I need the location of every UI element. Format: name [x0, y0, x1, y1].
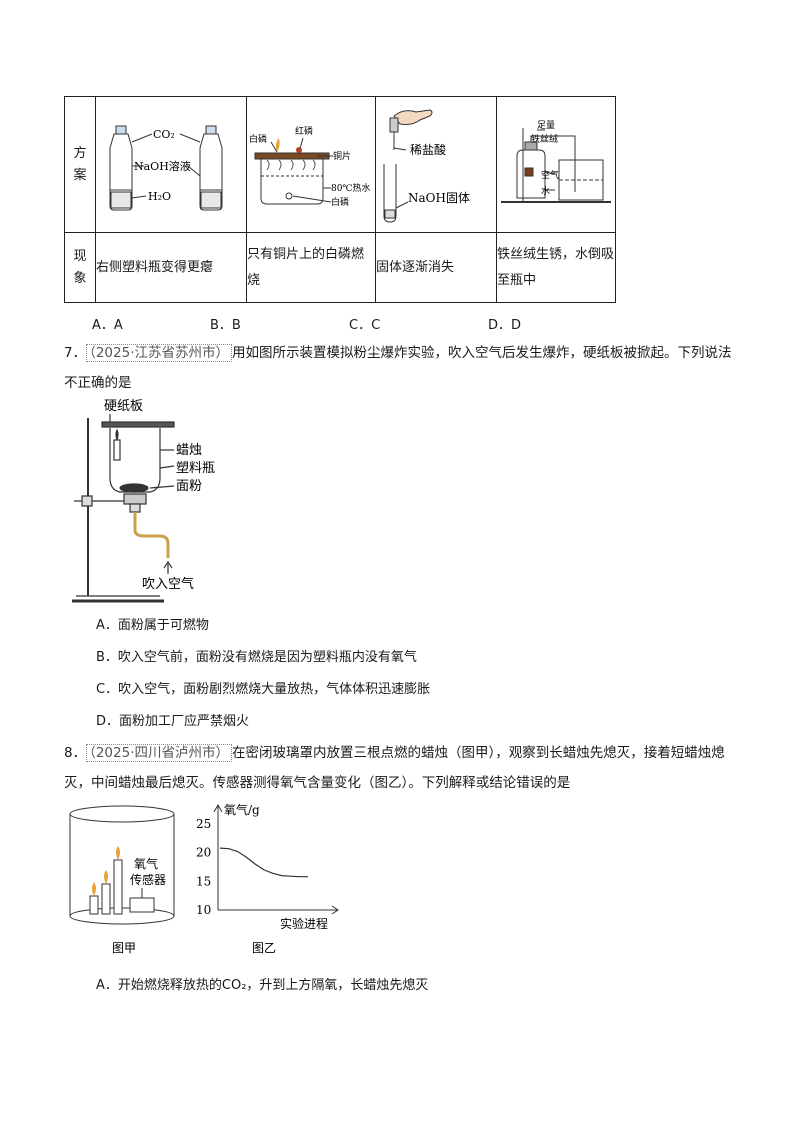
label-h2o: H₂O [148, 190, 171, 203]
q7-choice-c[interactable]: C．吹入空气，面粉剧烈燃烧大量放热，气体体积迅速膨胀 [96, 682, 431, 697]
label-naoh-solid: NaOH固体 [408, 191, 470, 205]
scheme-fig-iron: 足量 铁丝绒 空气 水 [496, 96, 616, 233]
acid-illustration: 稀盐酸 NaOH固体 [383, 108, 470, 223]
y-tick-label: 25 [196, 817, 211, 831]
phosphorus-illustration: 白磷 红磷 铜片 80℃热水 白磷 [249, 125, 371, 208]
label-fig-b: 图乙 [252, 941, 276, 955]
y-tick-label: 15 [196, 874, 211, 888]
label-air: 空气 [541, 169, 559, 181]
y-arrow [213, 803, 223, 813]
scheme-table: 方 案 [64, 96, 616, 303]
label-iron-wire: 铁丝绒 [531, 133, 558, 145]
q8-source: （2025·四川省泸州市） [86, 744, 232, 762]
label-white-phosphorus: 白磷 [249, 133, 267, 145]
y-tick-label: 20 [196, 846, 211, 860]
label-flour: 面粉 [176, 479, 202, 494]
row-header-phenomenon: 现 象 [64, 232, 96, 303]
label-fig-a: 图甲 [112, 941, 136, 955]
label-co2: CO₂ [153, 128, 175, 141]
label-sensor-2: 传感器 [130, 872, 166, 887]
q6-option-c[interactable]: C．C [349, 318, 381, 333]
phenomenon-4: 铁丝绒生锈，水倒吸至瓶中 [496, 232, 616, 303]
label-blow-air: 吹入空气 [142, 576, 194, 592]
iron-illustration: 足量 铁丝绒 空气 水 [501, 120, 611, 203]
label-naoh: NaOH溶液 [134, 159, 191, 173]
q8-stem: 8．（2025·四川省泸州市）在密闭玻璃罩内放置三根点燃的蜡烛（图甲），观察到长… [64, 744, 725, 791]
q7-choice-d[interactable]: D．面粉加工厂应严禁烟火 [96, 714, 250, 729]
oxygen-chart: 10 15 20 25 氧气/g 实验进程 图乙 [196, 802, 339, 955]
scheme-fig-phosphorus: 白磷 红磷 铜片 80℃热水 白磷 [246, 96, 376, 233]
q7-choice-a[interactable]: A．面粉属于可燃物 [96, 618, 209, 633]
scheme-fig-bottles: CO₂ NaOH溶液 H₂O [95, 96, 247, 233]
dust-explosion-apparatus: 硬纸板 蜡烛 塑料瓶 面粉 吹入空气 [72, 399, 215, 603]
x-arrow [331, 905, 339, 915]
scheme-fig-acid: 稀盐酸 NaOH固体 [375, 96, 497, 233]
q7-source: （2025·江苏省苏州市） [86, 344, 232, 362]
candles-jar-illustration: 氧气 传感器 图甲 [69, 805, 175, 955]
label-bottle: 塑料瓶 [176, 461, 215, 476]
phenomenon-1: 右侧塑料瓶变得更瘪 [95, 232, 247, 303]
label-white-phosphorus-2: 白磷 [331, 196, 349, 208]
label-red-phosphorus: 红磷 [295, 125, 313, 137]
label-sensor-1: 氧气 [134, 856, 158, 871]
phenomenon-2: 只有铜片上的白磷燃烧 [246, 232, 376, 303]
bottles-illustration: CO₂ NaOH溶液 H₂O [109, 125, 223, 210]
x-axis-label: 实验进程 [280, 916, 328, 931]
label-water: 水 [541, 185, 550, 197]
phenomenon-3: 固体逐渐消失 [375, 232, 497, 303]
q8-choice-a[interactable]: A．开始燃烧释放热的CO₂，升到上方隔氧，长蜡烛先熄灭 [96, 978, 429, 993]
y-axis-label: 氧气/g [224, 802, 260, 817]
label-hot-water: 80℃热水 [331, 182, 371, 194]
y-tick-label: 10 [196, 903, 211, 917]
q6-option-d[interactable]: D．D [488, 318, 522, 333]
label-copper: 铜片 [333, 150, 351, 162]
label-candle: 蜡烛 [176, 443, 202, 458]
label-enough: 足量 [537, 120, 555, 131]
label-acid: 稀盐酸 [410, 142, 446, 157]
oxygen-curve [219, 847, 308, 878]
q6-option-b[interactable]: B．B [210, 318, 241, 333]
q6-option-a[interactable]: A．A [92, 318, 123, 333]
row-header-scheme: 方 案 [64, 96, 96, 233]
q7-stem: 7．（2025·江苏省苏州市）用如图所示装置模拟粉尘爆炸实验，吹入空气后发生爆炸… [64, 344, 732, 391]
q7-choice-b[interactable]: B．吹入空气前，面粉没有燃烧是因为塑料瓶内没有氧气 [96, 650, 417, 665]
chart-axes: 10 15 20 25 氧气/g 实验进程 [196, 802, 339, 931]
label-board: 硬纸板 [104, 399, 143, 414]
